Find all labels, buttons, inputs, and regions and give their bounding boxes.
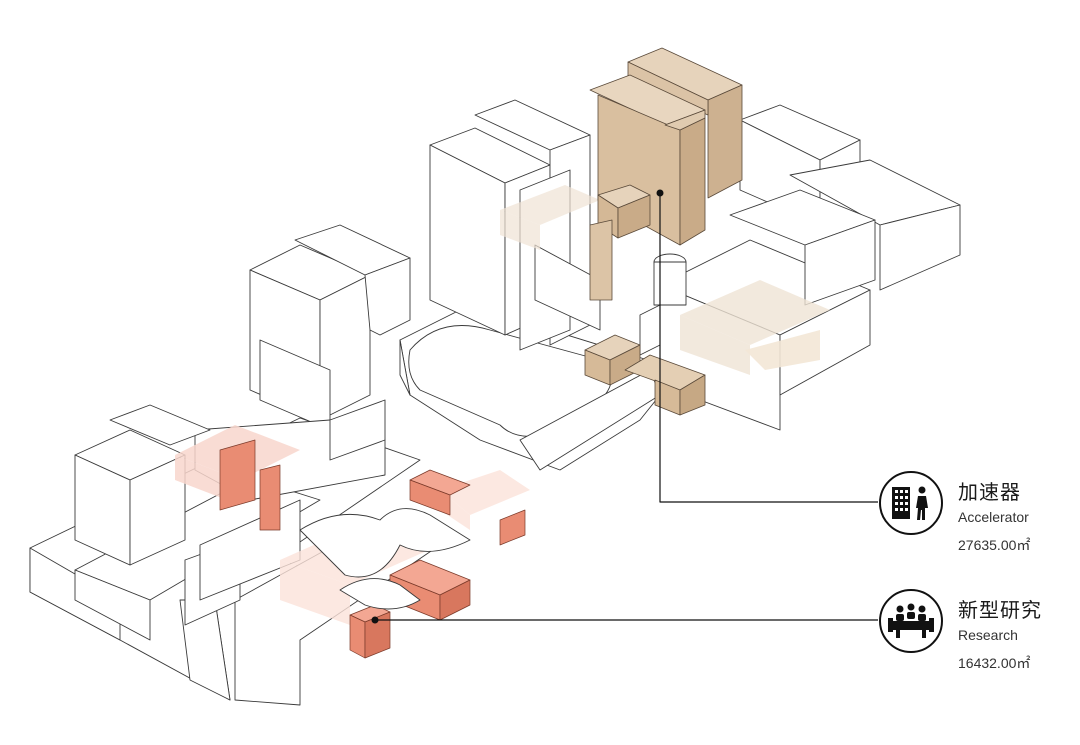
accelerator-leader-line [659, 193, 878, 503]
research-title: 新型研究 [958, 598, 1042, 622]
central-ring-platform [399, 304, 681, 471]
building-person-icon [879, 471, 943, 535]
curved-walkway [299, 508, 471, 610]
accelerator-leader-dot [656, 189, 664, 197]
accelerator-ghost-volumes [500, 185, 830, 375]
accelerator-title: 加速器 [958, 480, 1021, 504]
legend-accelerator: 加速器 Accelerator 27635.00㎡ [878, 470, 1068, 580]
legend-research: 新型研究 Research 16432.00㎡ [878, 588, 1068, 698]
accelerator-volumes [584, 47, 743, 416]
leader-lines [375, 193, 878, 621]
research-area: 16432.00㎡ [958, 655, 1031, 671]
research-volumes [219, 439, 526, 659]
accelerator-subtitle: Accelerator [958, 509, 1029, 525]
research-subtitle: Research [958, 627, 1018, 643]
research-leader-dot [371, 616, 379, 624]
meeting-table-icon [879, 589, 943, 653]
accelerator-area: 27635.00㎡ [958, 537, 1031, 553]
